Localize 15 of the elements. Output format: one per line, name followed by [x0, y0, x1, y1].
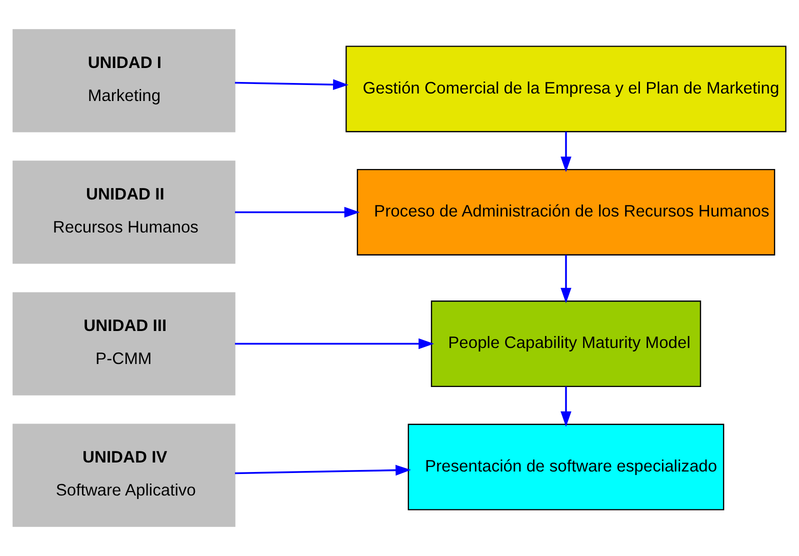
arrow [234, 79, 348, 90]
arrow [560, 386, 572, 427]
node-box: Presentación de software especializado [408, 424, 724, 510]
node-box: Proceso de Administración de los Recursos Humanos [356, 168, 776, 256]
arrow [234, 464, 412, 476]
arrow [560, 255, 572, 304]
node-box: Gestión Comercial de la Empresa y el Plan de Marketing [346, 46, 786, 132]
node-box: UNIDAD IV Software Aplicativo [12, 424, 236, 527]
node-box: UNIDAD II Recursos Humanos [12, 160, 236, 264]
node-box: UNIDAD III P-CMM [12, 292, 236, 396]
arrow [560, 132, 572, 172]
node-box: UNIDAD I Marketing [12, 29, 236, 132]
arrow [234, 206, 360, 218]
node-box: People Capability Maturity Model [430, 300, 702, 388]
arrow [234, 338, 434, 350]
